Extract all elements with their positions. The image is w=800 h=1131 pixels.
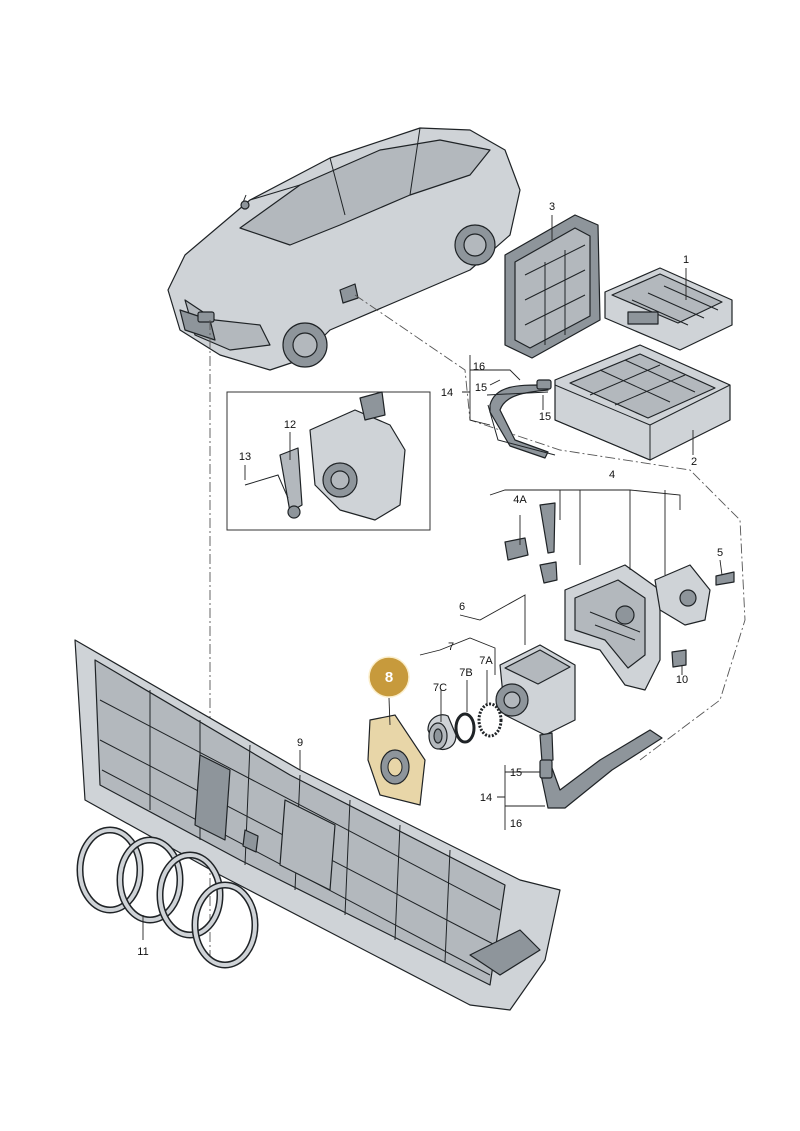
callout-7b: 7B	[459, 667, 472, 679]
callout-badge-8[interactable]: 8	[368, 656, 410, 698]
callout-7: 7	[448, 641, 454, 653]
part-3-cover	[504, 214, 601, 359]
dash-line-route	[354, 294, 746, 761]
callout-3: 3	[549, 201, 555, 213]
callout-13: 13	[239, 451, 251, 463]
callout-7c: 7C	[433, 682, 447, 694]
part-9-grille	[74, 639, 561, 1011]
callout-9: 9	[297, 737, 303, 749]
callout-16-top: 16	[473, 361, 485, 373]
callout-6: 6	[459, 601, 465, 613]
callout-14-bottom: 14	[480, 792, 492, 804]
callout-4a: 4A	[513, 494, 527, 506]
callout-15-top-b: 15	[539, 411, 551, 423]
part-6-camera	[495, 644, 576, 763]
part-11-rings-emblem	[76, 826, 259, 969]
callout-10: 10	[676, 674, 688, 686]
part-8-highlighted-cover	[367, 714, 426, 806]
callout-14-top: 14	[441, 387, 453, 399]
inset-sensor-bracket	[244, 391, 406, 521]
callout-labels: 1 2 3 4 4A 5 6 7 7A 7B 7C 9 10 11 12 13 …	[137, 201, 723, 958]
car-illustration	[167, 127, 521, 371]
inset-frame	[226, 391, 431, 531]
callout-8-text: 8	[385, 669, 393, 686]
cable-assembly-bottom	[539, 729, 663, 809]
callout-2: 2	[691, 456, 697, 468]
part-2-housing-tray	[554, 344, 731, 461]
callout-15-bottom: 15	[510, 767, 522, 779]
leader-lines	[142, 215, 723, 940]
leader-8	[388, 697, 391, 726]
callout-16-bottom: 16	[510, 818, 522, 830]
callout-5: 5	[717, 547, 723, 559]
part-7-rings	[427, 702, 503, 751]
callout-15-top-a: 15	[475, 382, 487, 394]
callout-7a: 7A	[479, 655, 493, 667]
callout-1: 1	[683, 254, 689, 266]
part-4-bracket	[504, 502, 735, 691]
callout-4: 4	[609, 469, 615, 481]
callout-11: 11	[137, 946, 148, 958]
part-1-control-module	[604, 267, 733, 351]
callout-12: 12	[284, 419, 296, 431]
cable-assembly-top	[486, 379, 556, 459]
